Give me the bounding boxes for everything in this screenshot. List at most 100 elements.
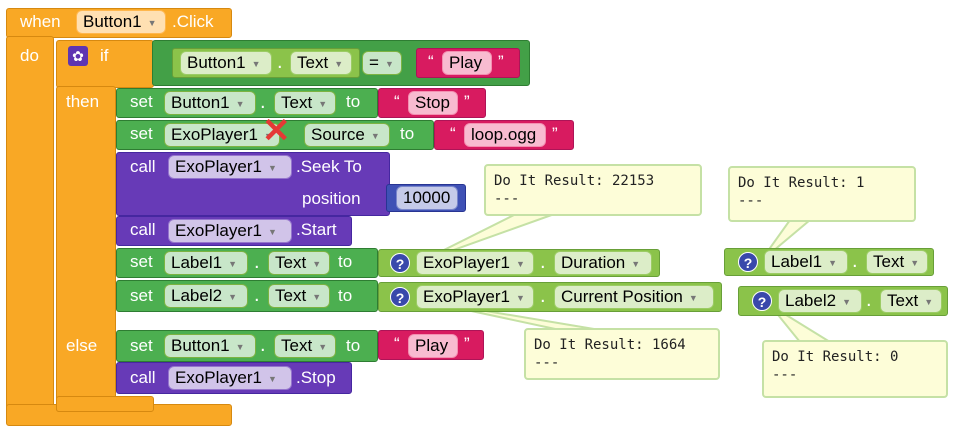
s2-property-label: Source [311, 125, 365, 144]
s5-getter-property-label: Duration [561, 253, 626, 272]
label1-result-line1: Do It Result: 1 [738, 175, 865, 191]
s4-component-label: ExoPlayer1 [175, 221, 262, 240]
dot-separator: . [260, 334, 266, 356]
floating-label2-property-dropdown[interactable]: Text▼ [880, 289, 942, 313]
if-body-bar [56, 86, 116, 412]
chevron-down-icon: ▼ [267, 373, 277, 384]
if-bottom-bar [56, 396, 154, 412]
s4-component-dropdown[interactable]: ExoPlayer1 ▼ [168, 219, 292, 243]
do-keyword: do [20, 46, 39, 65]
floating-label1-property-dropdown[interactable]: Text▼ [866, 250, 928, 274]
else-s1-component-dropdown[interactable]: Button1 ▼ [164, 334, 256, 358]
close-quote: ” [498, 52, 504, 71]
help-icon[interactable]: ? [752, 291, 772, 311]
chevron-down-icon: ▼ [228, 258, 237, 269]
position-result-line2: --- [534, 355, 560, 371]
s6-component-dropdown[interactable]: Label2▼ [164, 284, 248, 308]
label2-result-bubble[interactable]: Do It Result: 0 --- [762, 340, 948, 398]
help-icon[interactable]: ? [390, 253, 410, 273]
s6-property-dropdown[interactable]: Text▼ [268, 284, 330, 308]
s3-method: .Seek To [296, 157, 362, 176]
s4-method: .Start [296, 220, 337, 239]
floating-label2-property-label: Text [887, 291, 919, 310]
else-s1-text-value[interactable]: Play [408, 334, 458, 358]
position-result-bubble[interactable]: Do It Result: 1664 --- [524, 328, 720, 380]
duration-result-line2: --- [494, 191, 520, 207]
chevron-down-icon: ▼ [318, 341, 328, 352]
set-keyword: set [130, 124, 153, 143]
floating-label1-component-label: Label1 [771, 252, 823, 271]
s5-getter-property-dropdown[interactable]: Duration▼ [554, 251, 652, 275]
s5-component-dropdown[interactable]: Label1 ▼ [164, 251, 248, 275]
s2-component-dropdown[interactable]: ExoPlayer1▼ [164, 123, 280, 147]
s5-property-label: Text [275, 253, 307, 272]
to-keyword: to [400, 124, 415, 143]
call-keyword: call [130, 157, 156, 176]
else-s1-property-dropdown[interactable]: Text▼ [274, 334, 336, 358]
s1-property-label: Text [281, 93, 313, 112]
chevron-down-icon: ▼ [267, 162, 277, 173]
error-x-icon: ✕ [262, 112, 291, 150]
floating-label2-component-dropdown[interactable]: Label2 ▼ [778, 289, 862, 313]
else-s2-component-dropdown[interactable]: ExoPlayer1▼ [168, 366, 292, 390]
chevron-down-icon: ▼ [263, 130, 273, 141]
s3-component-dropdown[interactable]: ExoPlayer1 ▼ [168, 155, 292, 179]
compare-operator-label: = [369, 53, 379, 72]
chevron-down-icon: ▼ [842, 296, 851, 307]
chevron-down-icon: ▼ [334, 58, 344, 69]
to-keyword: to [346, 92, 361, 111]
s3-number-value[interactable]: 10000 [396, 186, 458, 210]
chevron-down-icon: ▼ [318, 98, 328, 109]
else-s2-method: .Stop [296, 368, 336, 387]
help-icon[interactable]: ? [390, 287, 410, 307]
chevron-down-icon: ▼ [235, 98, 245, 109]
s1-text-value[interactable]: Stop [408, 91, 458, 115]
label2-result-line1: Do It Result: 0 [772, 349, 899, 365]
chevron-down-icon: ▼ [312, 258, 322, 269]
s5-component-label: Label1 [171, 253, 223, 272]
s1-property-dropdown[interactable]: Text ▼ [274, 91, 336, 115]
s6-getter-property-dropdown[interactable]: Current Position ▼ [554, 285, 714, 309]
s1-component-dropdown[interactable]: Button1 ▼ [164, 91, 256, 115]
cond-component-label: Button1 [187, 53, 246, 72]
s6-getter-property-label: Current Position [561, 287, 683, 306]
s5-getter-component-dropdown[interactable]: ExoPlayer1▼ [416, 251, 534, 275]
cond-text-value[interactable]: Play [442, 51, 492, 75]
s6-getter-component-dropdown[interactable]: ExoPlayer1▼ [416, 285, 534, 309]
s6-getter-component-label: ExoPlayer1 [423, 287, 510, 306]
close-quote: ” [464, 334, 470, 353]
open-quote: “ [394, 334, 400, 353]
s1-component-label: Button1 [171, 93, 230, 112]
duration-result-bubble[interactable]: Do It Result: 22153 --- [484, 164, 702, 216]
label1-result-line2: --- [738, 193, 764, 209]
else-s1-component-label: Button1 [171, 336, 230, 355]
open-quote: “ [428, 52, 434, 71]
open-quote: “ [450, 124, 456, 143]
s5-property-dropdown[interactable]: Text ▼ [268, 251, 330, 275]
open-quote: “ [394, 92, 400, 111]
compare-operator-dropdown[interactable]: =▼ [362, 51, 402, 75]
chevron-down-icon: ▼ [235, 341, 245, 352]
floating-label1-component-dropdown[interactable]: Label1▼ [764, 250, 848, 274]
cond-component-dropdown[interactable]: Button1▼ [180, 51, 272, 75]
event-body-bar [6, 36, 54, 418]
dot-separator: . [254, 251, 260, 273]
set-keyword: set [130, 252, 153, 271]
label1-result-bubble[interactable]: Do It Result: 1 --- [728, 166, 916, 222]
cond-property-dropdown[interactable]: Text▼ [290, 51, 352, 75]
event-component-label: Button1 [83, 12, 142, 31]
chevron-down-icon: ▼ [910, 257, 920, 268]
cond-text-label: Play [449, 53, 483, 72]
event-component-dropdown[interactable]: Button1▼ [76, 10, 166, 34]
s3-component-label: ExoPlayer1 [175, 157, 262, 176]
s2-property-dropdown[interactable]: Source▼ [304, 123, 390, 147]
chevron-down-icon: ▼ [267, 226, 277, 237]
gear-icon[interactable]: ✿ [68, 46, 88, 66]
event-name: .Click [172, 12, 214, 31]
chevron-down-icon: ▼ [688, 292, 698, 303]
close-quote: ” [552, 124, 558, 143]
floating-label2-component-label: Label2 [785, 291, 837, 310]
to-keyword: to [338, 252, 353, 271]
s2-text-value[interactable]: loop.ogg [464, 123, 546, 147]
help-icon[interactable]: ? [738, 252, 758, 272]
